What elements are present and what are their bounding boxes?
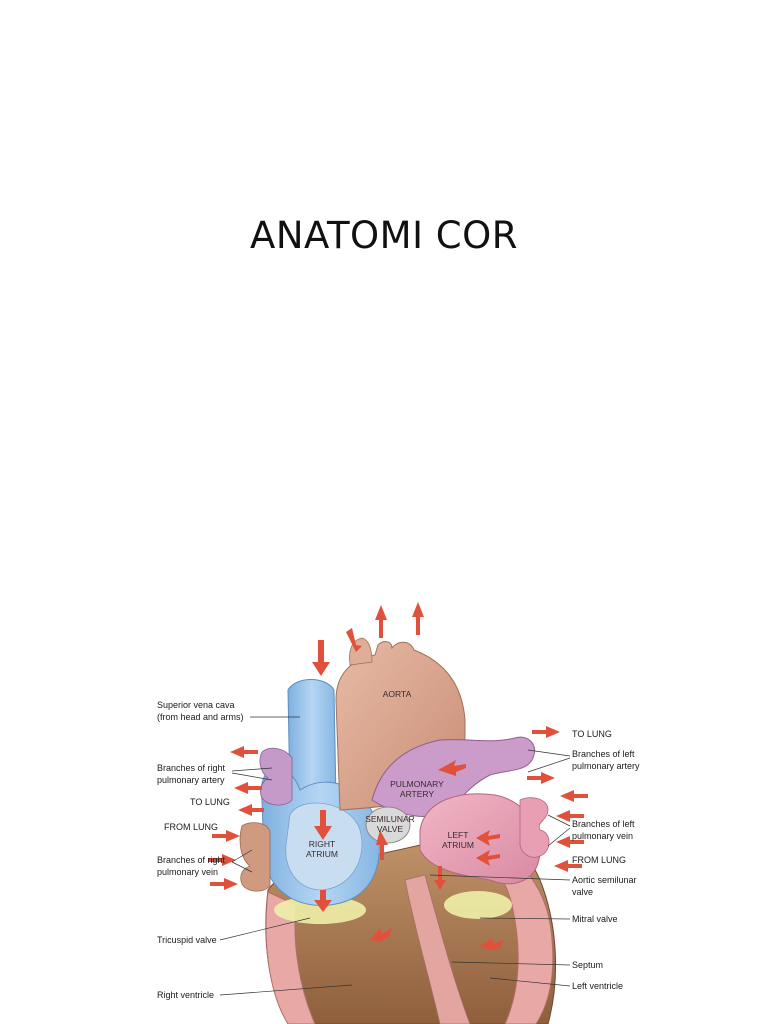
left-atrium-label-2: ATRIUM xyxy=(442,840,474,850)
septum xyxy=(404,874,471,1024)
label-branches-right-pulmonary-vein-1: Branches of right xyxy=(157,855,226,865)
aorta-label: AORTA xyxy=(383,689,412,699)
label-aortic-semilunar-valve-2: valve xyxy=(572,887,593,897)
right-pulmonary-artery-branches xyxy=(259,747,293,806)
label-branches-right-pulmonary-artery-2: pulmonary artery xyxy=(157,775,225,785)
mitral-valve-shape xyxy=(444,891,512,919)
label-aortic-semilunar-valve-1: Aortic semilunar xyxy=(572,875,637,885)
left-atrium-label-1: LEFT xyxy=(448,830,469,840)
pulmonary-artery-label-1: PULMONARY xyxy=(390,779,444,789)
label-branches-right-pulmonary-vein-2: pulmonary vein xyxy=(157,867,218,877)
label-branches-left-pulmonary-artery-1: Branches of left xyxy=(572,749,635,759)
left-pulmonary-veins xyxy=(519,797,550,858)
right-atrium-label-2: ATRIUM xyxy=(306,849,338,859)
label-superior-vena-cava-1: Superior vena cava xyxy=(157,700,235,710)
label-from-lung-left: FROM LUNG xyxy=(164,822,218,832)
pulmonary-artery-label-2: ARTERY xyxy=(400,789,435,799)
semilunar-valve-label-1: SEMILUNAR xyxy=(365,814,415,824)
tricuspid-valve-shape xyxy=(274,896,366,924)
label-branches-left-pulmonary-vein-2: pulmonary vein xyxy=(572,831,633,841)
right-atrium-inner xyxy=(285,802,363,891)
label-branches-right-pulmonary-artery-1: Branches of right xyxy=(157,763,226,773)
label-branches-left-pulmonary-vein-1: Branches of left xyxy=(572,819,635,829)
label-to-lung-left: TO LUNG xyxy=(190,797,230,807)
label-tricuspid-valve: Tricuspid valve xyxy=(157,935,217,945)
right-atrium-label-1: RIGHT xyxy=(309,839,335,849)
superior-vena-cava xyxy=(287,679,337,801)
label-to-lung-right: TO LUNG xyxy=(572,729,612,739)
label-left-ventricle: Left ventricle xyxy=(572,981,623,991)
right-ventricle-wall xyxy=(265,891,316,1024)
semilunar-valve-label-2: VALVE xyxy=(377,824,403,834)
blood-flow-arrows xyxy=(208,602,588,950)
label-from-lung-right: FROM LUNG xyxy=(572,855,626,865)
label-superior-vena-cava-2: (from head and arms) xyxy=(157,712,244,722)
slide-title: ANATOMI COR xyxy=(250,214,518,257)
label-right-ventricle: Right ventricle xyxy=(157,990,214,1000)
label-branches-left-pulmonary-artery-2: pulmonary artery xyxy=(572,761,640,771)
semilunar-valve-shape xyxy=(365,806,411,844)
left-ventricle-wall xyxy=(469,839,554,1024)
label-mitral-valve: Mitral valve xyxy=(572,914,618,924)
label-septum: Septum xyxy=(572,960,603,970)
right-pulmonary-veins xyxy=(239,822,271,892)
